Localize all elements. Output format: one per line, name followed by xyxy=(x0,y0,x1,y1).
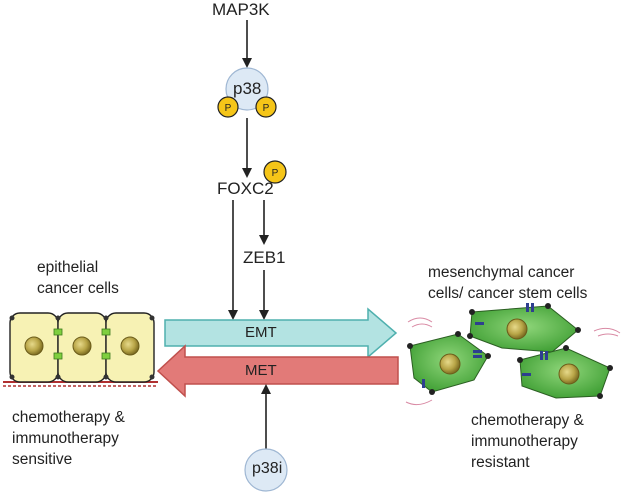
sensitive-label-line2: immunotherapy xyxy=(12,430,119,447)
epithelial-label-line2: cancer cells xyxy=(37,280,119,297)
p38-phospho-left: P xyxy=(217,96,239,118)
resistant-label-line1: chemotherapy & xyxy=(471,412,584,429)
p38-node xyxy=(225,67,269,111)
resistant-label: chemotherapy & immunotherapy resistant xyxy=(471,410,584,473)
sensitive-label-line3: sensitive xyxy=(12,451,73,468)
mesenchymal-cell-2 xyxy=(407,331,491,395)
foxc2-label: FOXC2 xyxy=(217,179,274,198)
p38-phospho-right: P xyxy=(255,96,277,118)
epithelial-cell-3 xyxy=(105,312,155,383)
zeb1-label: ZEB1 xyxy=(243,248,286,267)
met-label: MET xyxy=(245,362,277,379)
emt-label: EMT xyxy=(245,324,277,341)
mesenchymal-label: mesenchymal cancer cells/ cancer stem ce… xyxy=(428,262,587,304)
map3k-label: MAP3K xyxy=(212,0,270,19)
mesenchymal-cell-3 xyxy=(517,345,613,399)
resistant-label-line3: resistant xyxy=(471,454,530,471)
epithelial-label-line1: epithelial xyxy=(37,259,99,276)
mesenchymal-label-line1: mesenchymal cancer xyxy=(428,264,575,281)
mesenchymal-cell-1 xyxy=(467,303,581,353)
phospho-label: P xyxy=(263,103,270,114)
phospho-label: P xyxy=(225,103,232,114)
met-arrow xyxy=(156,344,399,398)
emt-arrow xyxy=(164,307,398,359)
p38-label: p38 xyxy=(233,79,262,98)
epithelial-label: epithelial cancer cells xyxy=(37,257,119,299)
p38i-node xyxy=(244,448,288,492)
sensitive-label-line1: chemotherapy & xyxy=(12,409,125,426)
mesenchymal-cells xyxy=(405,303,621,406)
epithelial-cells xyxy=(3,312,158,387)
p38i-label: p38i xyxy=(252,460,283,477)
mesenchymal-label-line2: cells/ cancer stem cells xyxy=(428,285,588,302)
epithelial-cell-1 xyxy=(9,312,59,383)
resistant-label-line2: immunotherapy xyxy=(471,433,578,450)
phospho-label: P xyxy=(272,168,279,179)
sensitive-label: chemotherapy & immunotherapy sensitive xyxy=(12,407,125,470)
foxc2-phospho: P xyxy=(263,160,287,184)
epithelial-cell-2 xyxy=(57,312,107,383)
